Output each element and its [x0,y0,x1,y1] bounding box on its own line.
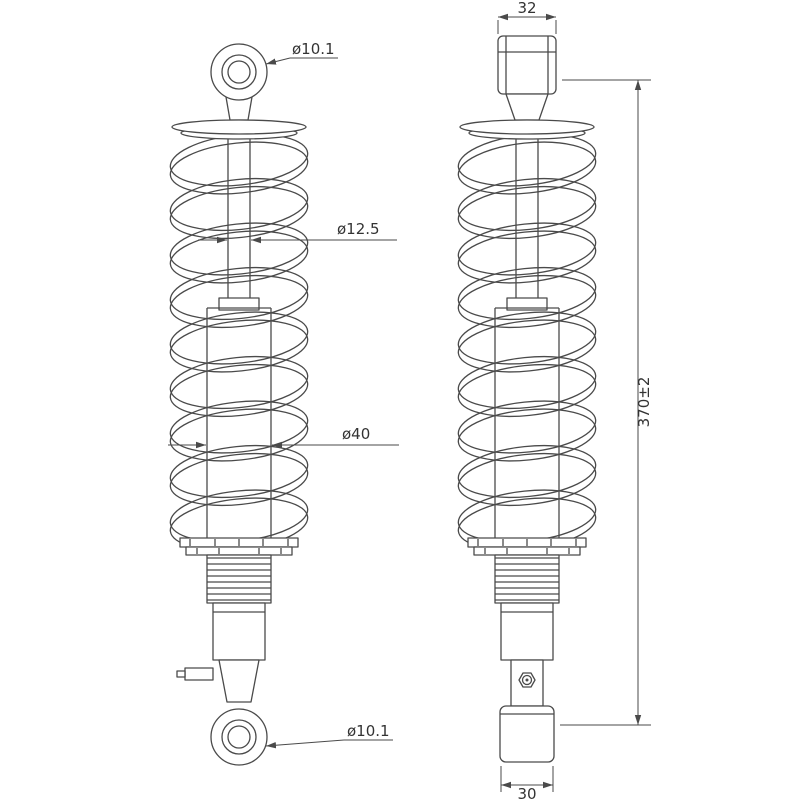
dim-body-diameter: ø40 [168,425,399,449]
bottom-eye-hole [227,725,251,749]
front-view [457,35,597,763]
spring-coil [169,319,309,373]
spring-coil [457,222,597,276]
spring-coil [169,185,309,240]
coil-spring [457,133,597,551]
bottom-eye-ring [221,719,257,755]
spring-coil [457,311,597,365]
spring-cap [171,119,307,135]
spring-coil [457,141,597,195]
spring-coil [169,363,309,418]
threaded-section [494,554,560,604]
rod-collar [218,297,260,311]
top-eye-ring [221,54,257,90]
clevis-taper [505,93,549,121]
dimensions: ø10.1 ø12.5 ø40 ø10.1 32 30 [168,0,653,800]
label-rod-diameter: ø12.5 [337,220,380,238]
spring-coil [169,400,309,454]
spring-coil [457,408,597,462]
bottom-mount [499,705,555,763]
thread-lines [495,557,559,601]
spring-coil [457,355,597,410]
spring-coil [169,222,309,276]
spring-coil [169,444,309,499]
spring-coil [457,319,597,373]
dim-bottom-mount-width: 30 [500,766,554,800]
spring-coil [169,274,309,329]
top-eye-outer [210,43,268,101]
dim-rod-diameter: ø12.5 [198,220,397,244]
spring-coil [457,444,597,499]
dim-top-mount-width: 32 [497,0,557,34]
top-eye-hole [227,60,251,84]
spring-coil [457,177,597,232]
spring-coil [169,408,309,462]
spring-coil [169,141,309,195]
threaded-section [206,554,272,604]
coil-spring [169,133,309,551]
spring-coil [457,274,597,329]
bottom-eye-neck [218,659,260,703]
bolt-center [525,678,529,682]
side-fitting-cap [176,670,186,678]
spring-coil [457,452,597,507]
spring-coil [457,363,597,418]
label-overall-length: 370±2 [635,377,653,428]
side-fitting [184,667,214,681]
spring-coil [169,452,309,507]
side-view [169,43,309,766]
spring-coil [169,230,309,284]
bottom-eye-outer [210,708,268,766]
label-bottom-eye-diameter: ø10.1 [347,722,390,740]
leader-line [265,57,291,65]
bolt-circle [521,674,533,686]
spring-coil [457,185,597,240]
spring-coil [169,355,309,410]
dim-overall-length: 370±2 [560,79,653,726]
spring-coil [457,266,597,321]
label-top-eye-diameter: ø10.1 [292,40,335,58]
top-clevis [497,35,557,95]
spring-seat-ring [185,546,293,556]
spring-coil [457,400,597,454]
spring-coil [169,311,309,365]
dim-bottom-eye-diameter: ø10.1 [265,722,393,749]
label-body-diameter: ø40 [342,425,370,443]
seat-notches [477,539,577,554]
label-top-mount-width: 32 [517,0,536,17]
spring-coil [169,266,309,321]
label-bottom-mount-width: 30 [517,785,536,800]
spring-coil [457,230,597,284]
spring-coil [169,177,309,232]
seat-notches [189,539,289,554]
dim-top-eye-diameter: ø10.1 [265,40,338,65]
leader-line [265,739,345,749]
spring-seat-ring [473,546,581,556]
rod-collar [506,297,548,311]
thread-lines [207,557,271,601]
spring-cap [459,119,595,135]
